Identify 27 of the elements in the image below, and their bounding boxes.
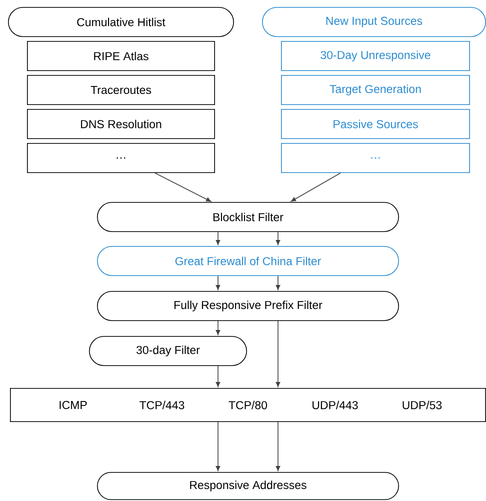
terminal-box: New Input Sources — [262, 7, 486, 37]
arrow — [276, 232, 280, 245]
source-box: RIPE Atlas — [27, 41, 215, 71]
arrow — [216, 232, 220, 245]
source-box: 30-Day Unresponsive — [281, 41, 470, 71]
source-box: DNS Resolution — [27, 109, 215, 139]
source-box: Passive Sources — [281, 109, 470, 139]
arrow — [276, 320, 280, 387]
arrow — [216, 422, 220, 471]
arrow — [276, 422, 280, 471]
protocol-bar: ICMP TCP/443 TCP/80 UDP/443 UDP/53 — [10, 388, 486, 422]
terminal-box: Fully Responsive Prefix Filter — [97, 291, 399, 321]
terminal-box: Blocklist Filter — [97, 202, 399, 232]
arrow — [290, 172, 341, 202]
terminal-box: Great Firewall of China Filter — [97, 246, 399, 276]
source-box: … — [27, 143, 215, 173]
arrow — [154, 172, 212, 202]
terminal-box: Responsive Addresses — [97, 472, 399, 500]
terminal-box: Cumulative Hitlist — [8, 7, 234, 37]
source-box: … — [281, 143, 470, 173]
arrow — [216, 320, 220, 335]
source-box: Target Generation — [281, 75, 470, 105]
terminal-box: 30-day Filter — [89, 336, 247, 366]
arrow — [216, 276, 220, 290]
arrow — [216, 366, 220, 387]
source-box: Traceroutes — [27, 75, 215, 105]
arrow — [276, 276, 280, 290]
